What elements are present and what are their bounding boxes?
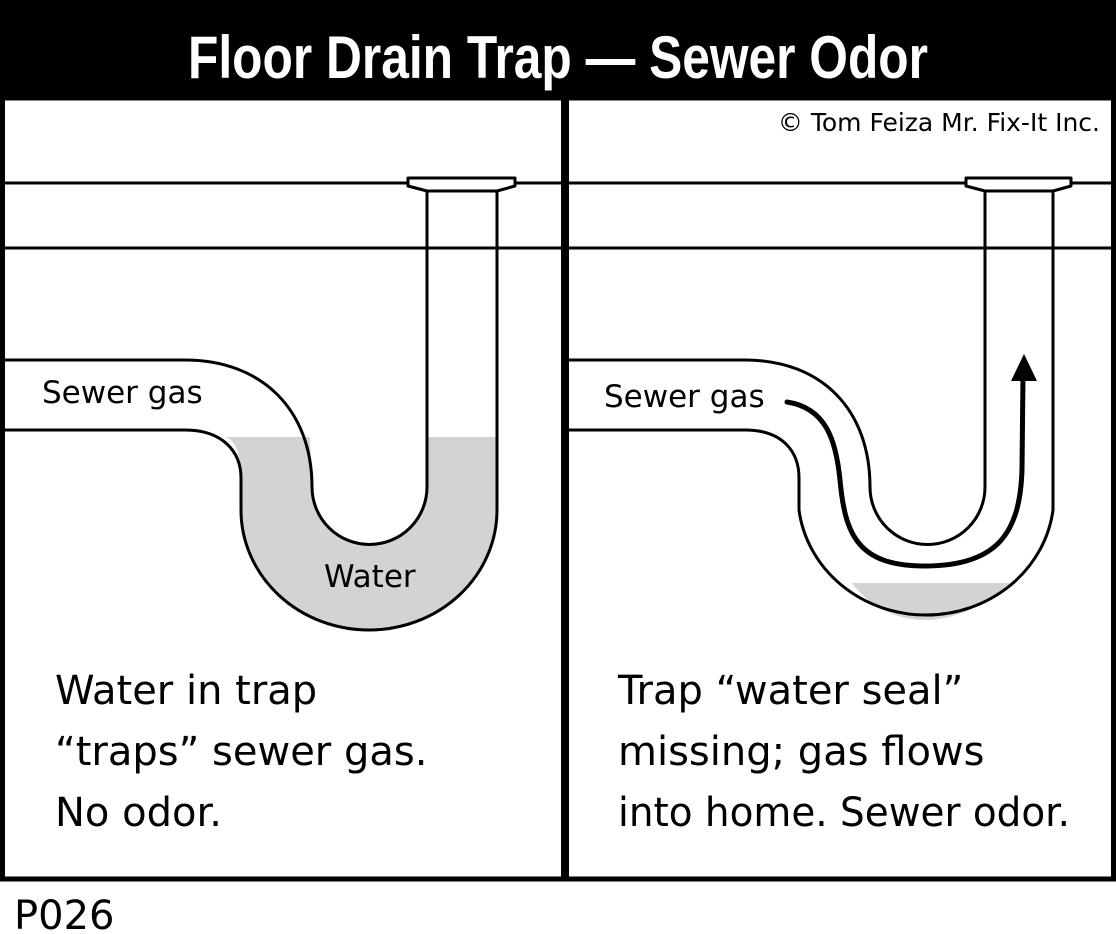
left-water-label: Water [324, 559, 416, 595]
copyright-text: © Tom Feiza Mr. Fix-It Inc. [778, 108, 1100, 137]
left-panel: Sewer gas Water Water in trap “traps” se… [5, 176, 562, 836]
figure-code: P026 [14, 893, 114, 934]
right-caption-line-1: Trap “water seal” [617, 668, 963, 714]
right-panel: Sewer gas Trap “water seal” missing; gas… [569, 176, 1113, 836]
right-caption: Trap “water seal” missing; gas flows int… [617, 668, 1070, 836]
gas-flow-arrow-line [784, 373, 1026, 569]
right-pipe-inner-wall [569, 191, 987, 546]
left-pipe-inner-wall [5, 191, 429, 546]
left-caption-line-3: No odor. [55, 790, 222, 836]
right-sewer-gas-label: Sewer gas [604, 379, 765, 415]
right-pipe-outer-wall [569, 191, 1055, 617]
diagram-title: Floor Drain Trap — Sewer Odor [188, 24, 928, 91]
title-bar [0, 0, 1116, 98]
left-caption-line-1: Water in trap [55, 668, 317, 714]
left-pipe-outer-wall [5, 191, 499, 632]
left-sewer-gas-label: Sewer gas [42, 375, 203, 411]
right-drain-flange [964, 176, 1073, 193]
right-caption-line-3: into home. Sewer odor. [618, 790, 1070, 836]
left-caption-line-2: “traps” sewer gas. [55, 729, 427, 775]
left-caption: Water in trap “traps” sewer gas. No odor… [55, 668, 427, 836]
left-drain-flange [406, 176, 517, 193]
right-caption-line-2: missing; gas flows [618, 729, 984, 775]
outer-frame [0, 95, 1116, 882]
left-trap-inner-clear [310, 437, 427, 545]
gas-flow-arrowhead [1011, 354, 1037, 381]
